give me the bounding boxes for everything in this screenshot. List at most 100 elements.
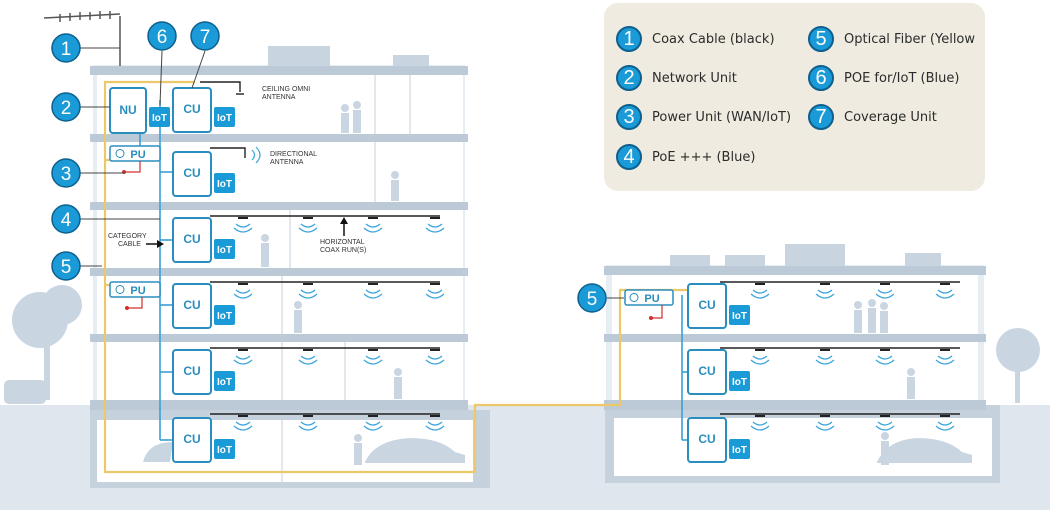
cu-label: CU (183, 432, 200, 446)
svg-text:IoT: IoT (217, 377, 232, 388)
callout-7: 7 (190, 21, 220, 51)
cu-label: CU (698, 432, 715, 446)
legend-item-1: 1 Coax Cable (black) (616, 24, 775, 54)
iot-badge: IoT (214, 107, 235, 127)
iot-badge: IoT (214, 305, 235, 325)
power-unit-main-2: PU (109, 281, 161, 310)
svg-text:5: 5 (61, 257, 72, 278)
directional-label-2: ANTENNA (270, 159, 304, 166)
svg-text:2: 2 (61, 98, 72, 119)
svg-text:6: 6 (157, 27, 168, 48)
legend-label: Power Unit (WAN/IoT) (652, 109, 792, 125)
power-unit-right: PU (624, 289, 674, 320)
legend-item-3: 3 Power Unit (WAN/IoT) (616, 102, 791, 132)
svg-text:5: 5 (587, 289, 598, 310)
svg-text:IoT: IoT (732, 311, 747, 322)
iot-badge: IoT (729, 439, 750, 459)
category-label-2: CABLE (118, 241, 141, 248)
horizontal-label-1: HORIZONTAL (320, 239, 365, 246)
ceiling-antennas (238, 217, 950, 417)
legend-badge: 5 (808, 26, 834, 52)
svg-text:IoT: IoT (217, 245, 232, 256)
callout-1: 1 (51, 33, 81, 63)
legend-badge: 1 (616, 26, 642, 52)
svg-text:IoT: IoT (152, 113, 167, 124)
ceiling-omni-label-2: ANTENNA (262, 94, 296, 101)
legend-badge: 7 (808, 104, 834, 130)
svg-text:IoT: IoT (217, 311, 232, 322)
legend-badge: 6 (808, 65, 834, 91)
cu-label: CU (183, 166, 200, 180)
coverage-unit-right-1: CU (687, 283, 727, 329)
ceiling-omni-label-1: CEILING OMNI (262, 86, 310, 93)
coverage-unit-floor-2: CU (172, 151, 212, 197)
annotations: CEILING OMNI ANTENNA DIRECTIONAL ANTENNA… (108, 86, 366, 254)
coverage-unit-floor-5: CU (172, 349, 212, 395)
legend-item-5: 5 Optical Fiber (Yellow (808, 24, 975, 54)
legend-label: Network Unit (652, 70, 737, 86)
iot-badge: IoT (214, 173, 235, 193)
annotation-arrows (146, 217, 348, 248)
coverage-unit-floor-6: CU (172, 417, 212, 463)
callout-3: 3 (51, 158, 81, 188)
callout-leaders (80, 47, 624, 299)
legend-label: Coax Cable (black) (652, 31, 775, 47)
nu-label: NU (119, 103, 136, 117)
callout-4: 4 (51, 204, 81, 234)
svg-text:4: 4 (61, 210, 72, 231)
callout-6: 6 (147, 21, 177, 51)
main-building (90, 46, 490, 488)
callout-5-right: 5 (577, 283, 607, 313)
coverage-unit-floor-4: CU (172, 283, 212, 329)
power-unit-main-1: PU (109, 145, 161, 174)
iot-modules: IoT IoT IoT IoT IoT IoT IoT IoT IoT IoT (149, 107, 750, 459)
legend-item-4: 4 PoE +++ (Blue) (616, 142, 755, 172)
legend-badge: 4 (616, 144, 642, 170)
cu-label: CU (183, 232, 200, 246)
legend-label: Optical Fiber (Yellow (844, 31, 976, 47)
callout-5: 5 (51, 251, 81, 281)
legend-badge: 2 (616, 65, 642, 91)
pu-label: PU (644, 293, 659, 305)
legend-panel: 1 Coax Cable (black) 2 Network Unit 3 Po… (604, 3, 985, 191)
svg-text:1: 1 (61, 39, 72, 60)
cu-label: CU (183, 298, 200, 312)
background-silhouettes (4, 101, 1040, 465)
coverage-unit-floor-1: CU (172, 87, 212, 133)
pu-label: PU (130, 149, 145, 161)
iot-badge: IoT (214, 371, 235, 391)
iot-badge: IoT (214, 239, 235, 259)
iot-badge: IoT (729, 305, 750, 325)
iot-badge: IoT (214, 439, 235, 459)
callout-2: 2 (51, 92, 81, 122)
coverage-unit-floor-3: CU (172, 217, 212, 263)
svg-text:IoT: IoT (732, 445, 747, 456)
legend-label: POE for/IoT (Blue) (844, 70, 960, 86)
svg-text:IoT: IoT (217, 113, 232, 124)
cu-label: CU (183, 102, 200, 116)
cu-label: CU (698, 364, 715, 378)
category-label-1: CATEGORY (108, 233, 147, 240)
legend-item-7: 7 Coverage Unit (808, 102, 937, 132)
antenna-waves (233, 146, 955, 431)
svg-text:7: 7 (200, 27, 211, 48)
legend-label: PoE +++ (Blue) (652, 149, 756, 165)
horizontal-label-2: COAX RUN(S) (320, 247, 366, 254)
legend-badge: 3 (616, 104, 642, 130)
cu-label: CU (698, 298, 715, 312)
coverage-unit-right-3: CU (687, 417, 727, 463)
svg-text:IoT: IoT (732, 377, 747, 388)
svg-text:3: 3 (61, 164, 72, 185)
horizontal-coax-runs (200, 81, 960, 415)
pu-label: PU (130, 285, 145, 297)
directional-label-1: DIRECTIONAL (270, 151, 317, 158)
iot-badge: IoT (149, 107, 170, 127)
network-unit: NU (109, 87, 147, 134)
cu-label: CU (183, 364, 200, 378)
coverage-unit-right-2: CU (687, 349, 727, 395)
legend-item-6: 6 POE for/IoT (Blue) (808, 63, 959, 93)
svg-text:IoT: IoT (217, 445, 232, 456)
legend-label: Coverage Unit (844, 109, 937, 125)
